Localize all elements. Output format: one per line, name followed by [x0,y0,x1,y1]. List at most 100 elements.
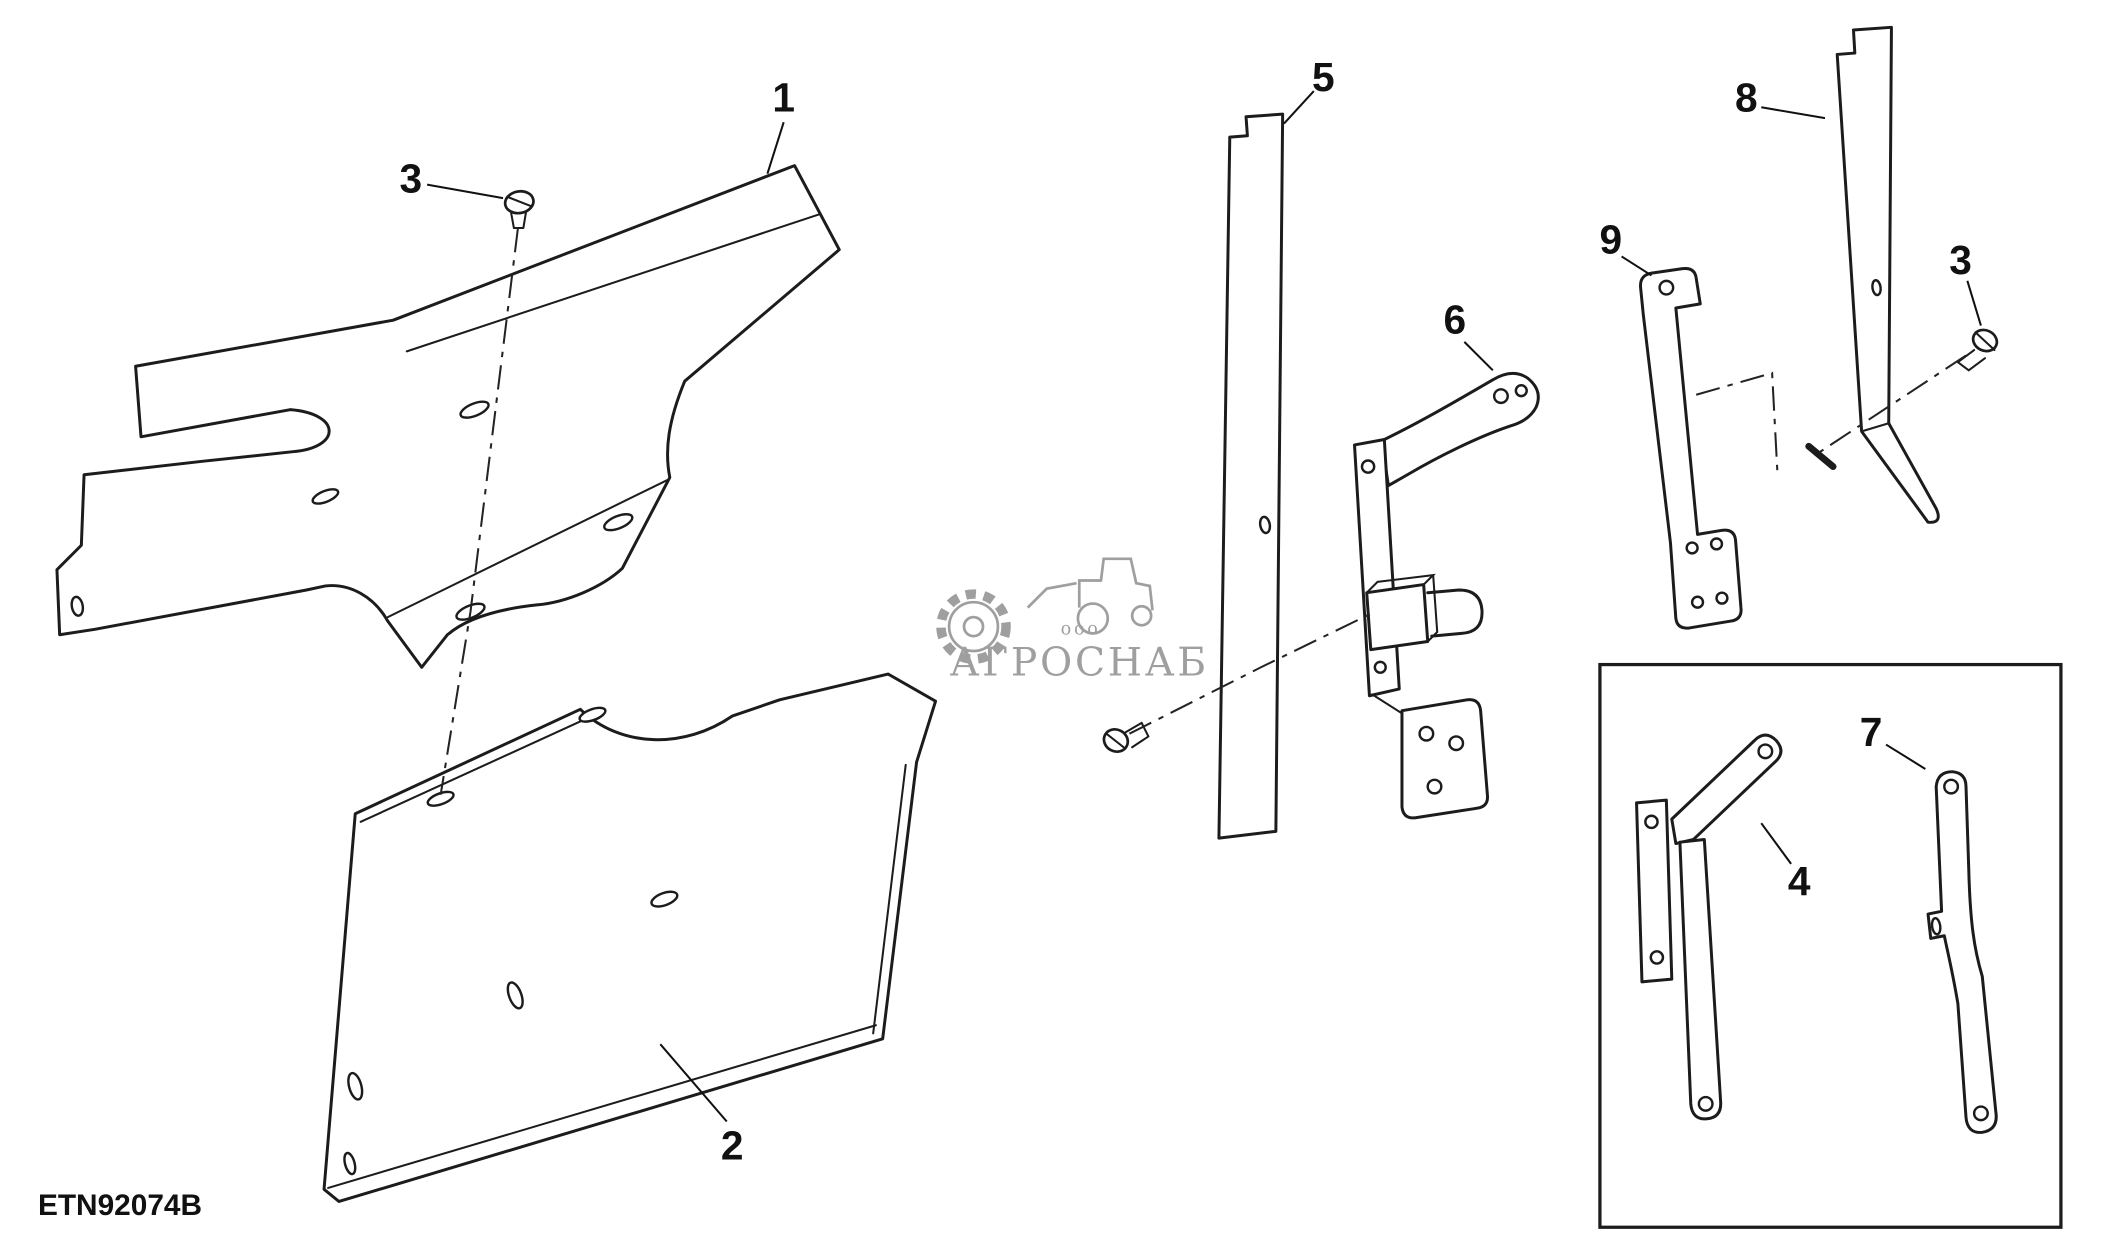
part-8-hole [1871,279,1882,297]
part-1-slot [459,400,490,419]
part-4-hole [1644,814,1659,830]
part-6-spacer-side [1426,574,1439,643]
centerline-screw-center [1128,612,1373,735]
part-1-outline [55,164,841,669]
callouts: 1 3 2 5 6 9 8 3 4 7 [400,54,1982,1168]
centerline-screw-top [439,227,519,795]
part-7-bracket [1926,770,1998,1134]
part-4-arm [1670,733,1783,846]
part-4-plate [1635,798,1674,984]
part-6-stub-arm [1426,588,1484,638]
part-2-slot [506,981,524,1010]
part-5-support-strip [1217,112,1285,840]
part-6-spacer-front [1365,583,1430,652]
part-9-hole [1658,279,1675,296]
part-8-edge-mark [1805,442,1837,470]
part-9-hole [1685,541,1699,555]
leader-2 [659,1043,728,1123]
part-6-pad [1400,698,1490,820]
screw-center [1102,721,1150,754]
part-8-bend [1860,422,1890,433]
callout-part-4: 4 [1788,858,1811,904]
part-6-hole [1492,388,1509,405]
part-7-hole [1972,1105,1989,1122]
screw-3-right [1956,328,1999,372]
part-2-slot [343,1151,357,1176]
part-4-leg [1678,837,1723,1121]
leader-1 [766,121,785,175]
leader-9 [1621,255,1652,277]
part-9-hole [1709,537,1724,551]
part-1-flange-fold [405,213,820,353]
part-4-hole [1697,1095,1714,1112]
leader-3-right [1966,280,1982,326]
part-5-outline [1217,112,1285,840]
screw-shaft [1124,721,1150,749]
part-9-outline [1639,267,1743,630]
centerline-screw-right [1813,354,1967,457]
watermark-prefix: ооо [1061,620,1101,640]
part-1-bottom-fold [386,479,669,619]
part-8-support-strip [1805,25,1940,524]
leader-3-top [426,183,504,200]
screw-slot [506,195,533,208]
part-4-hole [1649,950,1665,965]
part-2-slot [578,706,607,723]
screw-3-top [503,189,535,229]
leader-6 [1463,341,1494,372]
part-2-bottom-fold [327,1024,877,1189]
leader-8 [1761,106,1826,120]
callout-part-5: 5 [1312,54,1335,100]
part-2-slot [650,890,679,908]
part-5-hole [1258,515,1272,535]
part-6-bracket [1353,371,1540,820]
gear-hub [962,615,985,638]
part-4-hole [1757,743,1774,760]
watermark: ооо АГРОСНАБ [936,557,1209,685]
part-7-hole [1943,778,1960,795]
callout-part-8: 8 [1735,74,1758,120]
leader-5 [1283,90,1315,125]
part-1-slot [603,513,634,532]
watermark-company: АГРОСНАБ [950,640,1209,685]
part-6-pad-link [1371,693,1403,715]
screw-shaft [510,210,528,229]
part-4-bracket [1635,733,1783,1121]
part-1-upper-shield [55,164,841,669]
callout-part-7: 7 [1860,709,1883,755]
part-2-right-fold [872,763,907,1035]
callout-part-1: 1 [772,74,795,120]
part-2-slot [347,1071,364,1101]
callout-part-2: 2 [721,1122,744,1168]
centerline-bracket-9 [1695,371,1779,475]
part-6-hole [1373,660,1387,674]
leader-7 [1885,743,1926,770]
leader-4 [1760,822,1792,865]
part-6-pad-hole [1418,725,1435,742]
detail-box [1598,662,2063,1229]
part-6-hole [1514,384,1528,398]
callout-part-9: 9 [1599,217,1622,263]
callout-part-3-top: 3 [400,156,423,202]
part-7-slot [1930,916,1942,936]
gear-icon [936,589,1011,664]
screw-shaft [1956,348,1987,372]
callout-part-3-right: 3 [1949,237,1972,283]
part-6-spacer-top [1365,573,1436,594]
part-9-hole [1715,591,1729,605]
tractor-icon [1026,557,1154,635]
part-6-hole [1360,459,1376,474]
part-2-slot [426,790,455,807]
part-6-pad-hole [1426,778,1443,795]
part-9-hole [1690,595,1705,609]
screw-slot [1974,331,1996,352]
part-2-outline [322,672,938,1203]
gear-ring [947,600,1000,653]
drawing-code: ETN92074B [38,1189,202,1222]
screw-slot [1105,732,1127,750]
part-1-arm-hole [70,595,85,617]
part-7-outline [1926,770,1998,1134]
part-8-outline [1835,25,1940,524]
